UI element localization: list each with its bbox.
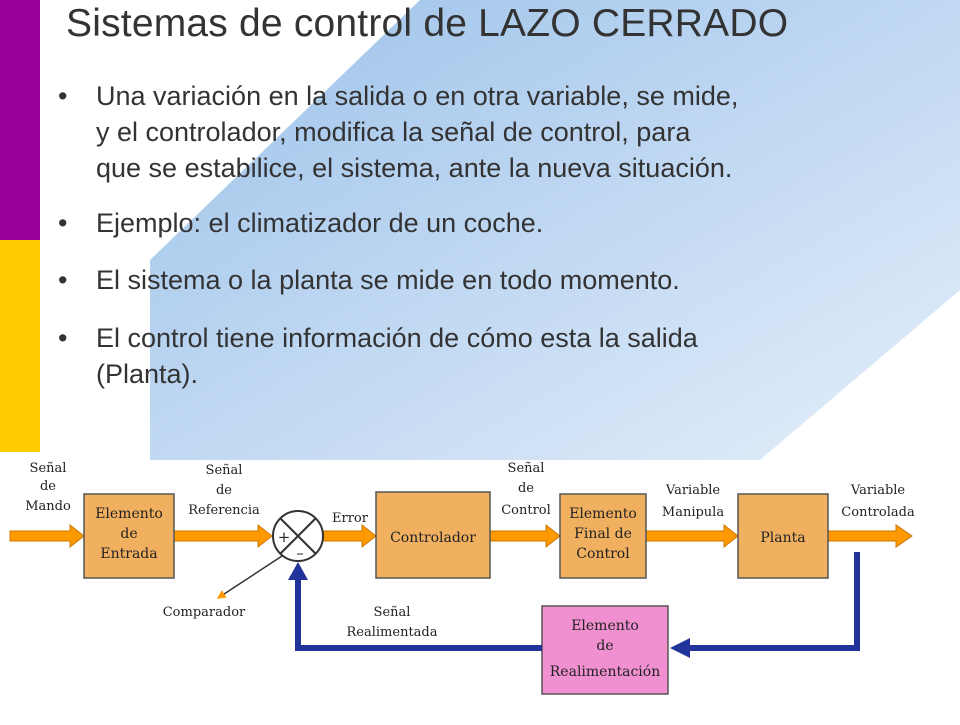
forward-arrows [9, 523, 913, 549]
label-error: Error [332, 511, 369, 526]
bullet-line: y el controlador, modifica la señal de c… [96, 117, 691, 147]
block-text: Control [576, 546, 630, 562]
arrow-mando [9, 523, 85, 549]
block-text: Controlador [390, 530, 476, 546]
block-text: Elemento [571, 618, 639, 634]
label-manipula: Variable [665, 483, 721, 498]
block-text: Elemento [95, 506, 163, 522]
label-referencia: Señal [206, 463, 243, 478]
block-controlador [375, 491, 491, 579]
comparator-symbol [272, 510, 324, 562]
block-text: de [120, 526, 137, 542]
bullet-item: • El control tiene información de cómo e… [58, 320, 938, 392]
arrow-manipula [645, 523, 739, 549]
bullet-line: (Planta). [96, 359, 199, 389]
bullet-list: • Una variación en la salida o en otra v… [58, 78, 938, 392]
label-control: Control [501, 503, 551, 518]
bullet-dot-icon: • [58, 323, 68, 353]
accent-bar-purple [0, 0, 40, 240]
label-control: de [518, 481, 534, 496]
bullet-dot-icon: • [58, 265, 68, 295]
block-diagram: Elemento de Entrada Controlador Elemento… [0, 452, 960, 720]
bullet-line: El control tiene información de cómo est… [96, 323, 698, 353]
block-text: Planta [760, 530, 805, 546]
block-text: Final de [574, 526, 632, 542]
bullet-dot-icon: • [58, 208, 68, 238]
label-mando: Mando [25, 499, 71, 514]
block-text: de [596, 638, 613, 654]
minus-sign: – [296, 544, 304, 562]
block-elemento-realimentacion [541, 605, 669, 695]
bullet-line: El sistema o la planta se mide en todo m… [96, 265, 680, 295]
arrow-referencia [173, 523, 273, 549]
label-mando: de [40, 479, 56, 494]
block-text: Realimentación [550, 664, 660, 680]
arrow-controlada [827, 524, 913, 548]
block-planta [737, 493, 829, 579]
label-comparador: Comparador [163, 605, 246, 620]
label-controlada: Variable [850, 483, 906, 498]
label-control: Señal [508, 461, 545, 476]
bullet-item: • Una variación en la salida o en otra v… [58, 78, 938, 186]
block-elemento-final [559, 493, 647, 579]
label-manipula: Manipula [662, 505, 724, 520]
label-referencia: Referencia [188, 503, 260, 518]
slide-title: Sistemas de control de LAZO CERRADO [66, 2, 789, 45]
bullet-line: Una variación en la salida o en otra var… [96, 81, 739, 111]
label-referencia: de [216, 483, 232, 498]
label-mando: Señal [30, 461, 67, 476]
accent-bar-yellow [0, 240, 40, 452]
bullet-item: • El sistema o la planta se mide en todo… [58, 262, 938, 298]
label-controlada: Controlada [841, 505, 915, 520]
bullet-dot-icon: • [58, 81, 68, 111]
bullet-line: Ejemplo: el climatizador de un coche. [96, 208, 544, 238]
block-text: Entrada [100, 546, 157, 562]
arrow-control [489, 523, 561, 549]
block-text: Elemento [569, 506, 637, 522]
feedback-path [288, 552, 860, 658]
label-realimentada: Señal [374, 605, 411, 620]
bullet-line: que se estabilice, el sistema, ante la n… [96, 153, 733, 183]
bullet-item: • Ejemplo: el climatizador de un coche. [58, 205, 938, 241]
background-shape [150, 0, 960, 460]
plus-sign: + [278, 528, 291, 546]
label-realimentada: Realimentada [347, 625, 438, 640]
arrow-error [321, 523, 377, 549]
comparador-pointer [216, 555, 283, 599]
block-elemento-entrada [83, 493, 175, 579]
